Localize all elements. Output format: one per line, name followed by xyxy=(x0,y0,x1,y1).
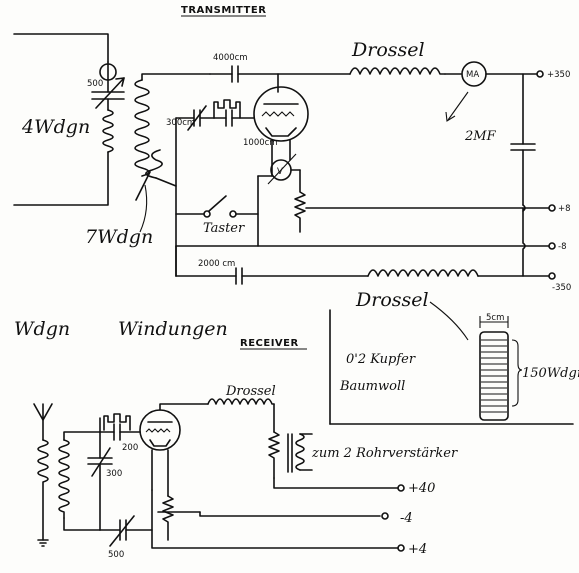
cap-2mf-label: 2MF xyxy=(464,129,497,144)
rx-cap-200 xyxy=(99,423,141,441)
width-label: 5cm xyxy=(486,313,504,323)
filament-rheostat xyxy=(294,169,524,233)
milliammeter: MA xyxy=(461,61,487,87)
terminal-m8[interactable] xyxy=(548,242,556,250)
rx-cap-300-label: 300 xyxy=(106,469,122,479)
rx-coil xyxy=(58,439,70,519)
rx-cap-200-label: 200 xyxy=(122,443,138,453)
tank-variable-capacitor xyxy=(91,61,125,111)
antenna xyxy=(33,403,53,441)
cap-4000 xyxy=(209,65,279,83)
wire-spec-line1: 0'2 Kupfer xyxy=(346,352,416,367)
cap-2000-label: 2000 cm xyxy=(198,259,235,269)
terminal-p350[interactable] xyxy=(536,70,544,78)
grid-leak-resistor xyxy=(213,99,241,119)
legend-box xyxy=(329,309,574,425)
coil-4-label: 4Wdgn xyxy=(21,116,90,138)
tank-top-wire xyxy=(13,33,109,63)
terminal-p4-label: +4 xyxy=(408,542,427,557)
cap-300-variable xyxy=(175,105,215,131)
amplifier-label: zum 2 Rohrverstärker xyxy=(311,446,458,461)
legend-pointer xyxy=(429,301,469,341)
terminal-m350[interactable] xyxy=(548,272,556,280)
cap-2mf xyxy=(510,73,536,206)
rx-choke xyxy=(207,398,275,433)
terminal-p350-label: +350 xyxy=(547,70,570,80)
receiver-title: RECEIVER xyxy=(240,338,299,349)
tank-cap-label: 500 xyxy=(87,79,103,89)
main-coil-7 xyxy=(134,79,163,179)
rx-cap-500-label: 500 xyxy=(108,550,124,560)
rx-cap-300 xyxy=(87,431,113,531)
abbr-label: Wdgn xyxy=(14,318,70,340)
cap-2000 xyxy=(175,245,369,285)
cap-1000-label: 1000cm xyxy=(243,138,278,148)
voltmeter-label: V xyxy=(277,167,283,177)
terminal-p8-label: +8 xyxy=(558,204,571,214)
rx-tank-top xyxy=(63,417,101,441)
terminal-p8[interactable] xyxy=(548,204,556,212)
receiver-antenna-coil xyxy=(37,439,49,547)
terminal-p4[interactable] xyxy=(397,544,405,552)
transmitter-title: TRANSMITTER xyxy=(181,5,266,16)
receiver-tube xyxy=(139,409,181,451)
rx-rheostat xyxy=(157,495,381,541)
telegraph-key[interactable] xyxy=(175,175,259,247)
terminal-p40-label: +40 xyxy=(408,481,435,496)
milliammeter-label: MA xyxy=(466,70,479,80)
coil-top-lead xyxy=(141,73,211,81)
terminal-m4-label: -4 xyxy=(400,511,413,526)
cap-300-label: 300cm xyxy=(166,118,195,128)
rx-plate-wire xyxy=(159,403,209,411)
cap-1000 xyxy=(213,109,255,127)
choke-drawing xyxy=(479,316,523,421)
choke-top-label: Drossel xyxy=(351,39,425,61)
rx-transformer xyxy=(268,431,313,479)
terminal-m350-label: -350 xyxy=(552,283,571,293)
rx-grid-leak xyxy=(103,413,131,431)
cap-4000-label: 4000cm xyxy=(213,53,248,63)
legend-choke-label: Drossel xyxy=(355,289,429,311)
meter-pointer xyxy=(447,91,469,121)
coil-tap-arrow xyxy=(135,171,151,201)
terminal-p40[interactable] xyxy=(397,484,405,492)
transmitter-tube xyxy=(253,86,309,142)
rx-choke-label: Drossel xyxy=(225,384,276,399)
coil-bottom-lead xyxy=(155,177,177,277)
coil-7-label: 7Wdgn xyxy=(85,226,153,248)
tank-bottom-wire xyxy=(13,151,109,206)
terminal-m8-label: -8 xyxy=(558,242,566,252)
key-label: Taster xyxy=(203,221,245,236)
terminal-m4[interactable] xyxy=(381,512,389,520)
turns-label: 150Wdgn xyxy=(522,366,579,381)
choke-bottom xyxy=(367,269,550,277)
tank-coil-4 xyxy=(102,109,114,153)
choke-top xyxy=(349,67,446,75)
coil-7-pointer xyxy=(139,184,148,233)
wire-spec-line2: Baumwoll xyxy=(339,379,405,394)
rx-cap-500 xyxy=(99,515,153,547)
tank-lamp xyxy=(99,63,117,81)
full-word-label: Windungen xyxy=(118,318,228,340)
